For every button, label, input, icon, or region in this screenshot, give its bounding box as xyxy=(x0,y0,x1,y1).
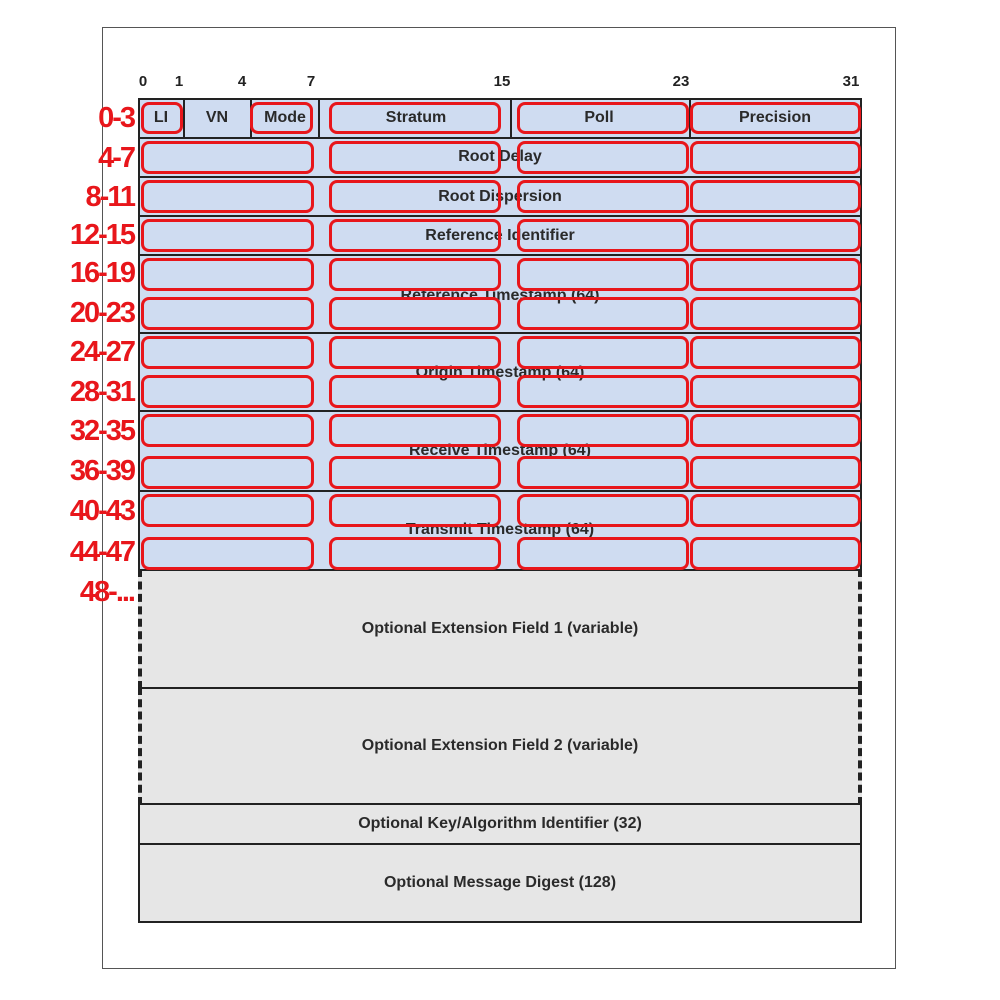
highlight-box-r7-c2 xyxy=(329,336,501,369)
highlight-box-r11-c2 xyxy=(329,494,501,527)
divider-mode-stratum xyxy=(318,98,320,139)
highlight-box-r12-c2 xyxy=(329,537,501,570)
highlight-box-precision xyxy=(690,102,861,134)
highlight-box-r12-c3 xyxy=(517,537,689,570)
byte-label-48-on: 48-... xyxy=(79,576,136,608)
field-vn: VN xyxy=(205,109,229,126)
bit-tick-15: 15 xyxy=(493,73,511,90)
field-mode: Mode xyxy=(264,109,306,126)
highlight-box-r9-c1 xyxy=(141,414,314,447)
highlight-box-r8-c4 xyxy=(690,375,861,408)
highlight-box-r4-c3 xyxy=(517,219,689,252)
highlight-box-stratum xyxy=(329,102,501,134)
highlight-box-r3-c4 xyxy=(690,180,861,213)
highlight-box-r10-c4 xyxy=(690,456,861,489)
highlight-box-poll xyxy=(517,102,689,134)
highlight-box-r9-c4 xyxy=(690,414,861,447)
field-li: LI xyxy=(153,109,169,126)
highlight-box-r9-c2 xyxy=(329,414,501,447)
highlight-box-r4-c4 xyxy=(690,219,861,252)
bit-tick-0: 0 xyxy=(138,73,148,90)
byte-label-40-43: 40-43 xyxy=(69,495,136,527)
bit-tick-31: 31 xyxy=(842,73,860,90)
optional-extension-field-2-label: Optional Extension Field 2 (variable) xyxy=(361,737,639,754)
highlight-box-r5-c2 xyxy=(329,258,501,291)
optional-key-identifier-label: Optional Key/Algorithm Identifier (32) xyxy=(358,815,642,832)
highlight-box-r11-c4 xyxy=(690,494,861,527)
byte-label-0-3: 0-3 xyxy=(98,102,136,134)
bit-tick-7: 7 xyxy=(306,73,316,90)
optional-message-digest: Optional Message Digest (128) xyxy=(138,843,862,923)
highlight-box-r4-c2 xyxy=(329,219,501,252)
byte-label-24-27: 24-27 xyxy=(69,336,136,368)
highlight-box-r2-c1 xyxy=(141,141,314,174)
byte-label-20-23: 20-23 xyxy=(69,297,136,329)
highlight-box-r5-c4 xyxy=(690,258,861,291)
highlight-box-r10-c3 xyxy=(517,456,689,489)
highlight-box-r3-c3 xyxy=(517,180,689,213)
optional-extension-field-1-label: Optional Extension Field 1 (variable) xyxy=(361,620,639,637)
highlight-box-r6-c2 xyxy=(329,297,501,330)
highlight-box-r5-c1 xyxy=(141,258,314,291)
highlight-box-r5-c3 xyxy=(517,258,689,291)
highlight-box-mode xyxy=(250,102,313,134)
highlight-box-r7-c4 xyxy=(690,336,861,369)
highlight-box-r9-c3 xyxy=(517,414,689,447)
bit-tick-1: 1 xyxy=(174,73,184,90)
highlight-box-r10-c2 xyxy=(329,456,501,489)
byte-label-16-19: 16-19 xyxy=(69,257,136,289)
byte-label-36-39: 36-39 xyxy=(69,455,136,487)
field-precision: Precision xyxy=(738,109,812,126)
highlight-box-r2-c2 xyxy=(329,141,501,174)
highlight-box-r10-c1 xyxy=(141,456,314,489)
byte-label-28-31: 28-31 xyxy=(69,376,136,408)
highlight-box-r2-c3 xyxy=(517,141,689,174)
byte-label-32-35: 32-35 xyxy=(69,415,136,447)
highlight-box-r11-c1 xyxy=(141,494,314,527)
field-poll: Poll xyxy=(584,109,614,126)
divider-li-vn xyxy=(183,98,185,139)
highlight-box-r4-c1 xyxy=(141,219,314,252)
highlight-box-r6-c1 xyxy=(141,297,314,330)
highlight-box-r3-c1 xyxy=(141,180,314,213)
byte-label-12-15: 12-15 xyxy=(69,219,136,251)
highlight-box-r6-c4 xyxy=(690,297,861,330)
byte-label-8-11: 8-11 xyxy=(85,181,136,213)
highlight-box-r3-c2 xyxy=(329,180,501,213)
bit-tick-23: 23 xyxy=(672,73,690,90)
divider-stratum-poll xyxy=(510,98,512,139)
highlight-box-r7-c3 xyxy=(517,336,689,369)
diagram-frame xyxy=(102,27,896,969)
optional-extension-field-2: Optional Extension Field 2 (variable) xyxy=(138,687,862,805)
highlight-box-li xyxy=(141,102,183,134)
highlight-box-r8-c1 xyxy=(141,375,314,408)
highlight-box-r2-c4 xyxy=(690,141,861,174)
highlight-box-r11-c3 xyxy=(517,494,689,527)
highlight-box-r7-c1 xyxy=(141,336,314,369)
optional-extension-field-1: Optional Extension Field 1 (variable) xyxy=(138,569,862,689)
byte-label-4-7: 4-7 xyxy=(98,142,136,174)
optional-key-identifier: Optional Key/Algorithm Identifier (32) xyxy=(138,803,862,845)
optional-message-digest-label: Optional Message Digest (128) xyxy=(383,874,617,891)
highlight-box-r12-c4 xyxy=(690,537,861,570)
field-stratum: Stratum xyxy=(385,109,447,126)
byte-label-44-47: 44-47 xyxy=(69,536,136,568)
highlight-box-r8-c2 xyxy=(329,375,501,408)
highlight-box-r12-c1 xyxy=(141,537,314,570)
highlight-box-r6-c3 xyxy=(517,297,689,330)
highlight-box-r8-c3 xyxy=(517,375,689,408)
bit-tick-4: 4 xyxy=(237,73,247,90)
